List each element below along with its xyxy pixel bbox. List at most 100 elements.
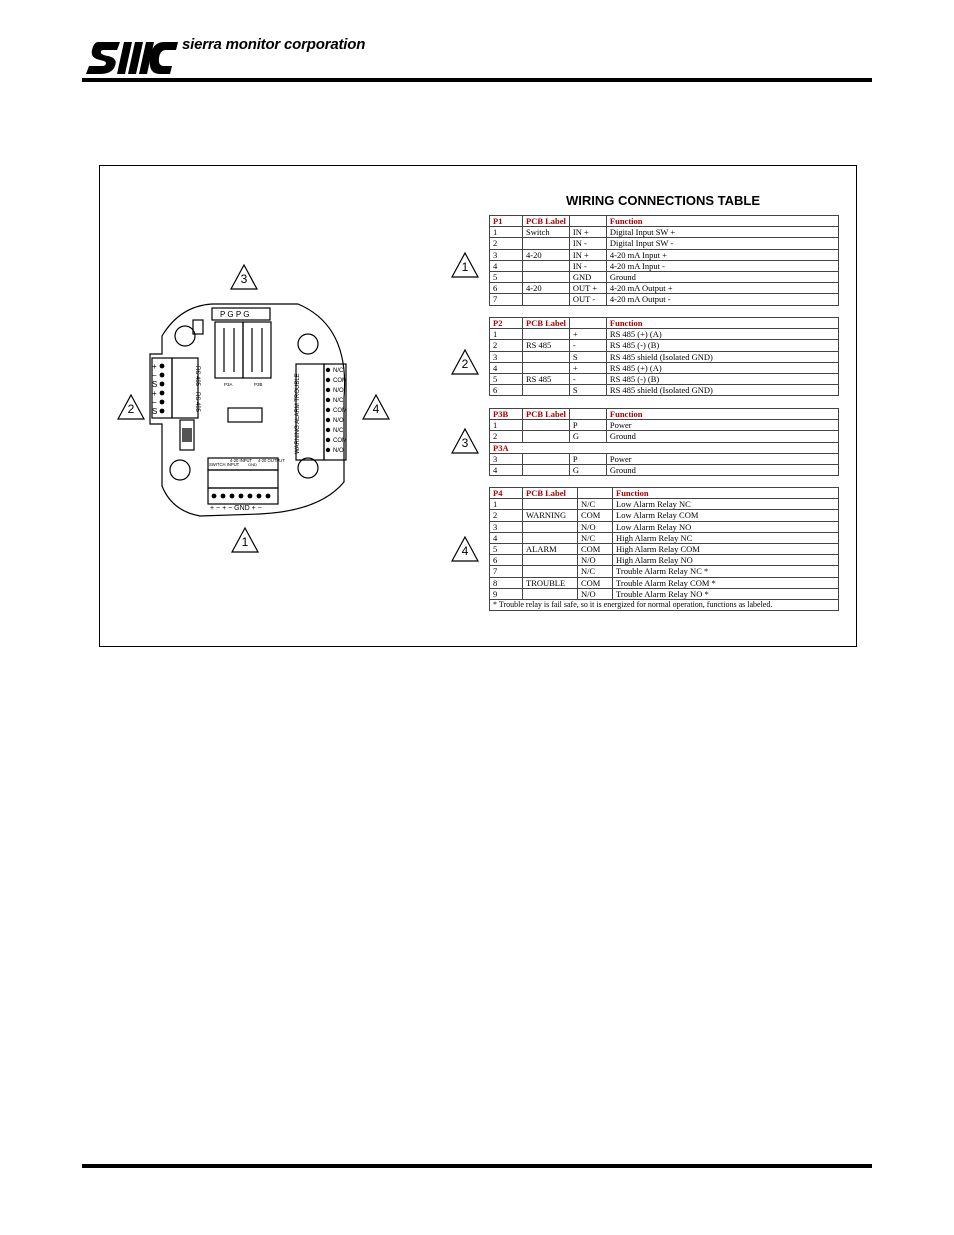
table-marker-3: 3 <box>451 428 479 454</box>
company-logo: sierra monitor corporation <box>86 36 386 78</box>
cell: Low Alarm Relay COM <box>612 509 839 522</box>
cell: IN + <box>568 248 607 261</box>
cell: 4 <box>489 361 523 375</box>
cell: N/C <box>577 531 613 545</box>
p4-term: COM <box>333 408 347 414</box>
subheader-cell: P3A <box>489 441 839 454</box>
cell: 4-20 <box>522 282 570 295</box>
cell: RS 485 <box>522 373 570 386</box>
cell: G <box>568 430 607 443</box>
table-marker-4: 4 <box>451 536 479 562</box>
cell: WARNING <box>522 509 578 522</box>
board-p2-bottom-label: RS 485 <box>194 392 200 413</box>
marker-number: 2 <box>461 357 469 371</box>
cell: S <box>568 350 607 363</box>
cell: OUT - <box>568 293 607 306</box>
cell <box>522 419 570 432</box>
cell: + <box>568 328 607 341</box>
marker-number: 2 <box>127 402 135 416</box>
p4-term: N/C <box>333 368 344 374</box>
cell: 9 <box>489 587 523 601</box>
cell: RS 485 (-) (B) <box>605 339 840 352</box>
warning-triangle-icon <box>451 252 479 278</box>
marker-number: 3 <box>461 436 469 450</box>
cell <box>522 587 578 601</box>
cell: 4-20 mA Output + <box>605 282 840 295</box>
cell <box>522 531 578 545</box>
p2-term: + <box>152 389 157 398</box>
header-cell: PCB Label <box>522 407 570 421</box>
warning-triangle-icon <box>117 394 145 420</box>
company-name: sierra monitor corporation <box>182 36 366 53</box>
header-cell: P4 <box>489 486 523 500</box>
header-cell: P1 <box>489 214 523 228</box>
marker-number: 4 <box>372 402 380 416</box>
cell: Trouble Alarm Relay NC * <box>612 565 839 578</box>
table-marker-1: 1 <box>451 252 479 278</box>
cell: 6 <box>489 384 523 397</box>
cell: Low Alarm Relay NC <box>612 498 839 511</box>
cell <box>522 271 570 284</box>
header-cell: Function <box>605 214 840 228</box>
p4-term: N/C <box>333 428 344 434</box>
cell: N/O <box>577 520 613 533</box>
board-p4-side-label: WARNING ALARM TROUBLE <box>295 373 301 454</box>
cell: P <box>568 452 607 466</box>
cell: 5 <box>489 271 523 284</box>
cell: 8 <box>489 576 523 589</box>
cell: 1 <box>489 328 523 341</box>
board-marker-4: 4 <box>362 394 390 420</box>
cell: IN + <box>568 226 607 239</box>
warning-triangle-icon <box>451 536 479 562</box>
cell <box>522 384 570 397</box>
warning-triangle-icon <box>231 527 259 553</box>
wiring-table-title: WIRING CONNECTIONS TABLE <box>565 193 761 208</box>
cell: Power <box>605 419 840 432</box>
board-p1-signs: + − + − GND + − <box>210 505 262 512</box>
cell: 4 <box>489 259 523 273</box>
p4-term: N/O <box>333 448 344 454</box>
cell: 2 <box>489 509 523 522</box>
header-cell: PCB Label <box>522 316 570 330</box>
cell: - <box>568 373 607 386</box>
cell <box>522 464 570 477</box>
board-p2-top-label: RS 485 <box>194 366 200 387</box>
header-rule <box>82 78 872 82</box>
warning-triangle-icon <box>451 428 479 454</box>
cell: 3 <box>489 350 523 363</box>
marker-number: 1 <box>461 260 469 274</box>
cell: + <box>568 361 607 375</box>
cell: N/O <box>577 554 613 567</box>
cell: G <box>568 464 607 477</box>
marker-number: 3 <box>240 272 248 286</box>
table-marker-2: 2 <box>451 349 479 375</box>
p2-term: S <box>152 407 157 416</box>
header-cell <box>577 486 613 500</box>
pcb-board-drawing: P G P G RS 485 RS 485 P3A P3B SWITCH INP… <box>149 303 347 517</box>
cell <box>522 361 570 375</box>
cell: 1 <box>489 226 523 239</box>
board-marker-1: 1 <box>231 527 259 553</box>
cell: Digital Input SW + <box>605 226 840 239</box>
cell: TROUBLE <box>522 576 578 589</box>
cell: RS 485 shield (Isolated GND) <box>605 350 840 363</box>
cell: COM <box>577 576 613 589</box>
table-header-row: P1 PCB Label Function <box>489 214 840 228</box>
cell: N/C <box>577 565 613 578</box>
cell: 4-20 mA Output - <box>605 293 840 306</box>
cell <box>522 565 578 578</box>
cell: 6 <box>489 554 523 567</box>
